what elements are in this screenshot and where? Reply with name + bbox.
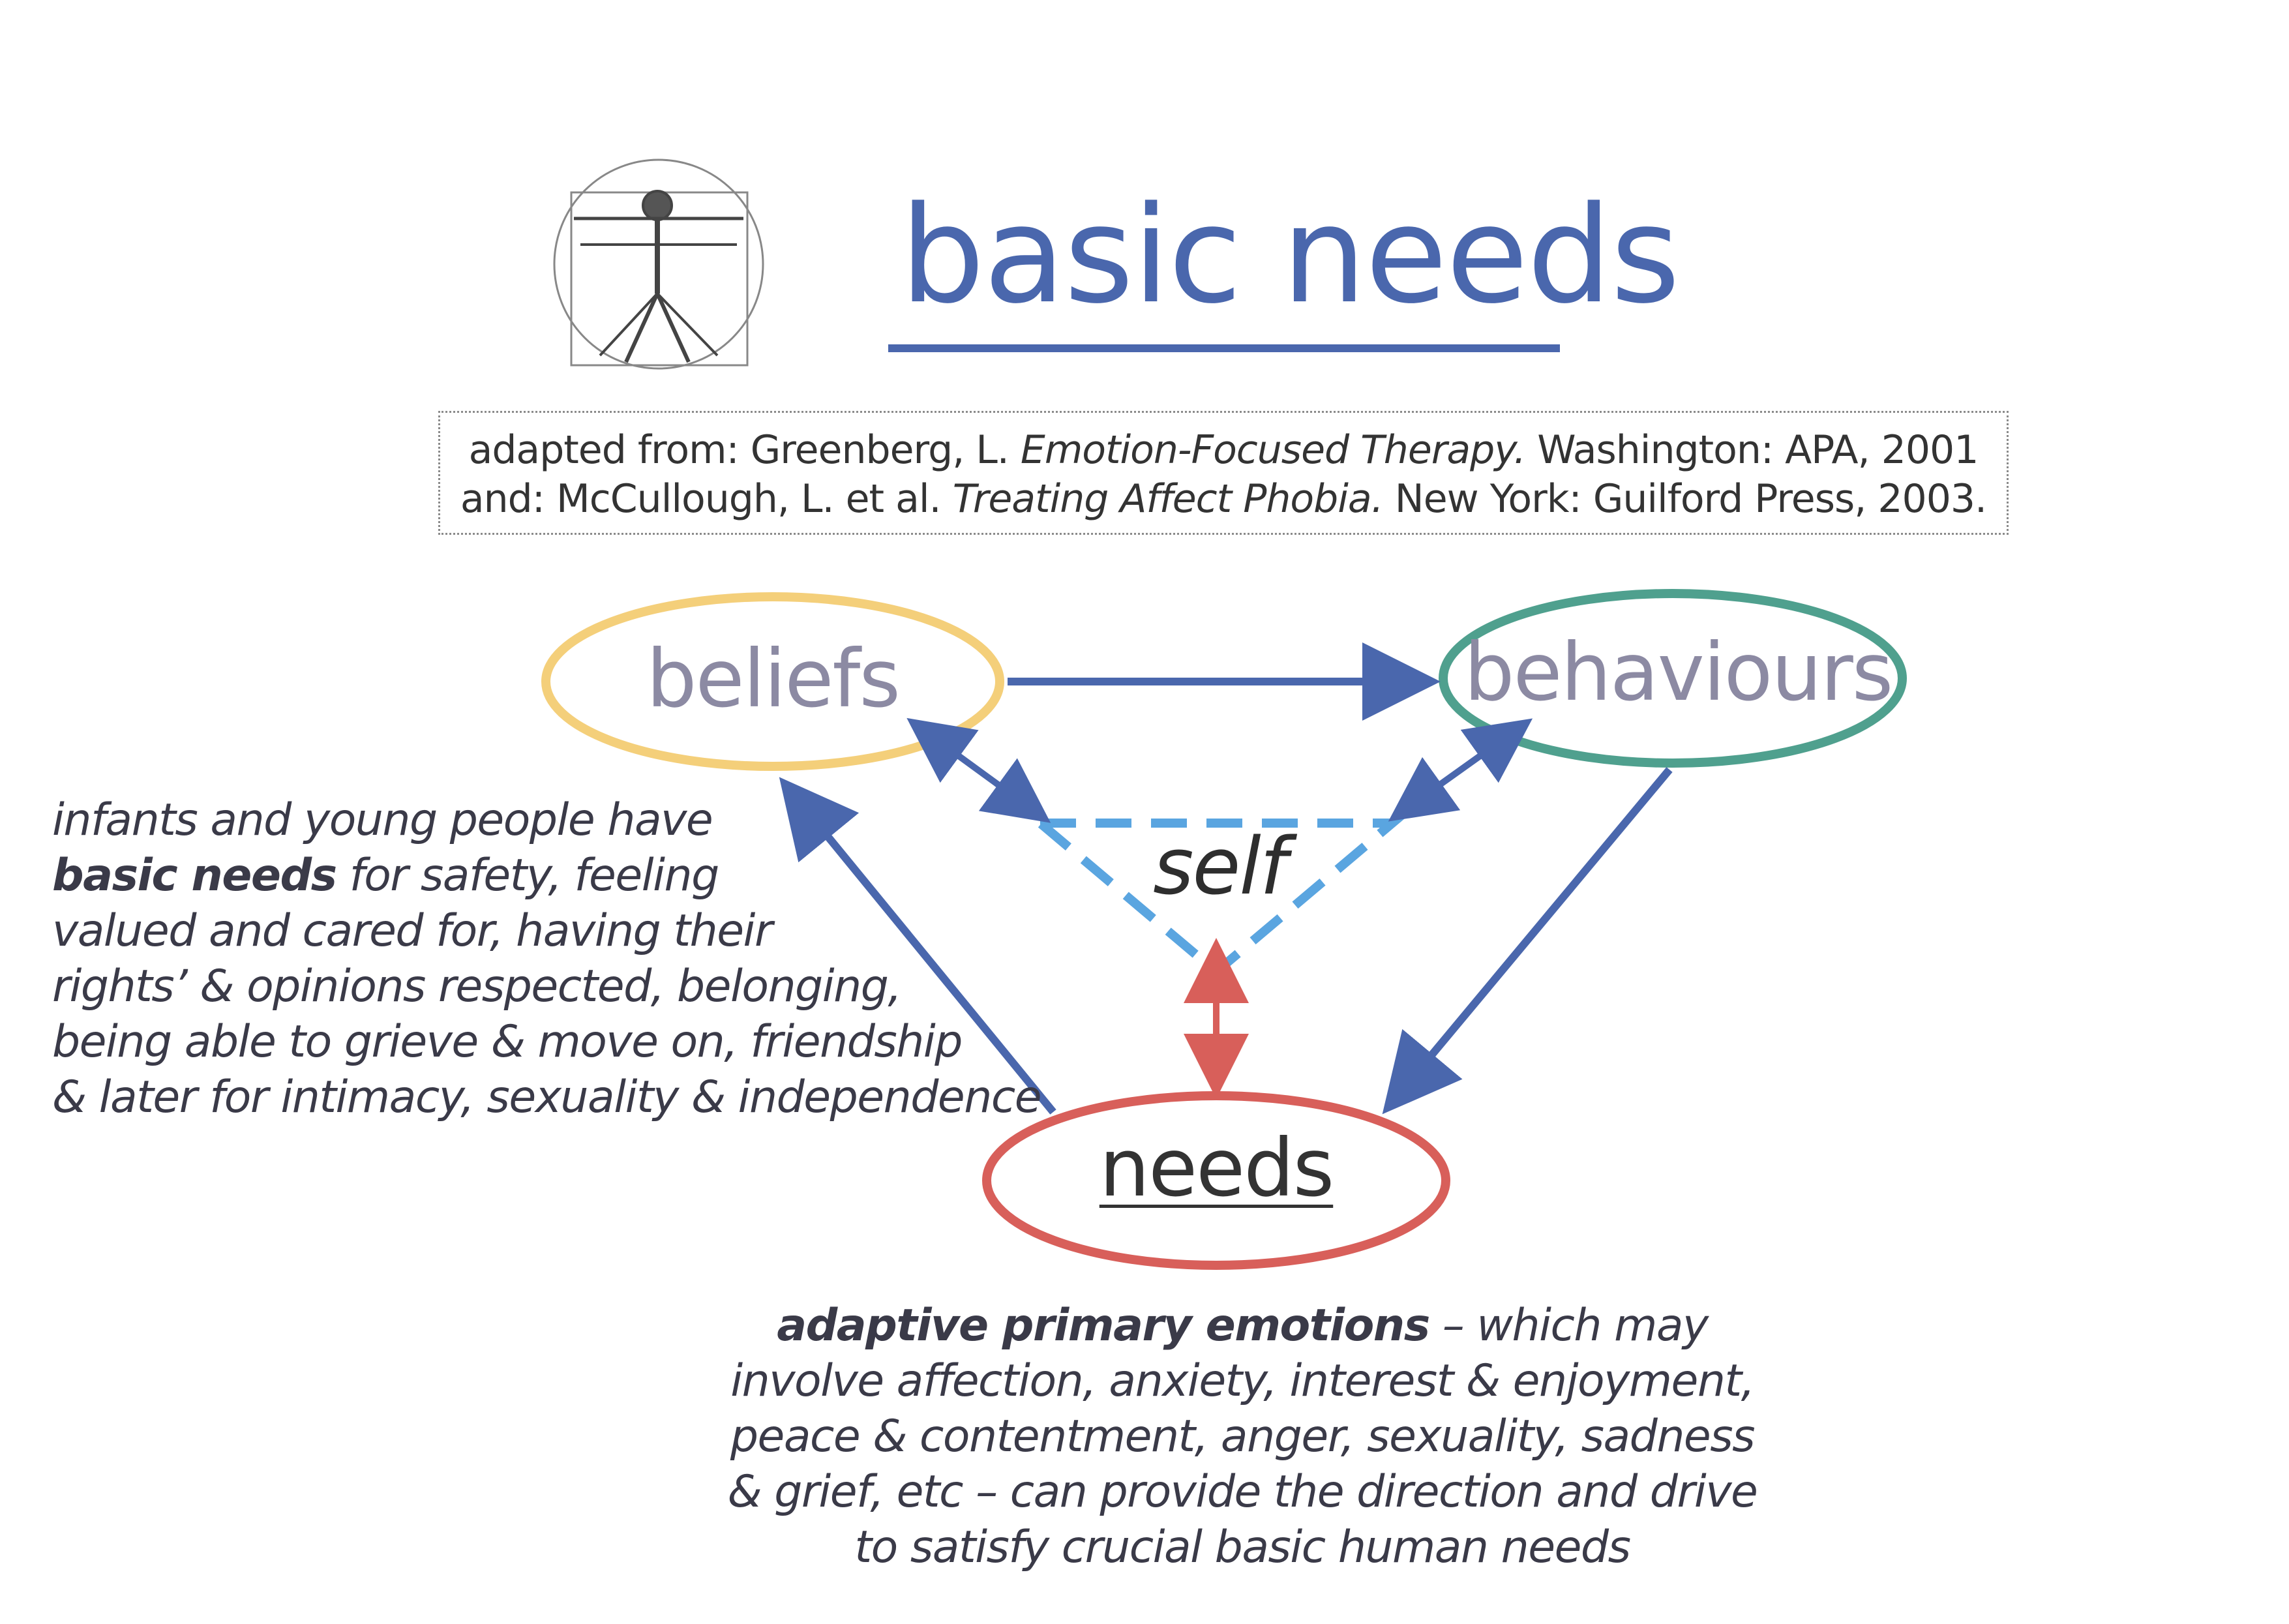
reference-line-2: and: McCullough, L. et al. Treating Affe… <box>460 476 1987 522</box>
reference-box: adapted from: Greenberg, L. Emotion-Focu… <box>438 411 2009 535</box>
left-text-line: basic needs for safety, feeling <box>52 850 719 901</box>
bottom-text-line: peace & contentment, anger, sexuality, s… <box>730 1411 1756 1462</box>
arrow-beliefs-self <box>906 717 1051 823</box>
self-label: self <box>1153 822 1287 912</box>
bottom-text-line: adaptive primary emotions – which may <box>777 1300 1709 1351</box>
left-description: infants and young people have basic need… <box>52 792 1070 1125</box>
left-text-line: rights’ & opinions respected, belonging, <box>52 961 902 1012</box>
beliefs-ellipse <box>541 592 1004 771</box>
needs-label: needs <box>1099 1122 1334 1214</box>
vitruvian-man-icon <box>553 158 764 370</box>
page-title: basic needs <box>900 178 1681 333</box>
self-triangle <box>1027 819 1405 978</box>
arrow-behaviours-self <box>1388 718 1533 822</box>
left-text-line: valued and cared for, having their <box>52 905 773 957</box>
behaviours-label: behaviours <box>1464 626 1893 719</box>
bottom-text-line: involve affection, anxiety, interest & e… <box>730 1355 1755 1407</box>
title-underline <box>888 344 1560 352</box>
bottom-description: adaptive primary emotions – which may in… <box>685 1298 1800 1575</box>
left-text-line: infants and young people have <box>52 794 713 846</box>
left-text-line: & later for intimacy, sexuality & indepe… <box>52 1072 1042 1123</box>
beliefs-label: beliefs <box>646 633 901 725</box>
bottom-text-line: to satisfy crucial basic human needs <box>854 1522 1632 1573</box>
bottom-text-line: & grief, etc – can provide the direction… <box>727 1466 1758 1518</box>
arrow-behaviours-to-needs <box>1382 767 1673 1115</box>
reference-line-1: adapted from: Greenberg, L. Emotion-Focu… <box>468 427 1979 473</box>
arrow-needs-to-beliefs <box>779 777 1056 1115</box>
behaviours-ellipse <box>1439 589 1907 768</box>
left-text-line: being able to grieve & move on, friendsh… <box>52 1016 963 1068</box>
